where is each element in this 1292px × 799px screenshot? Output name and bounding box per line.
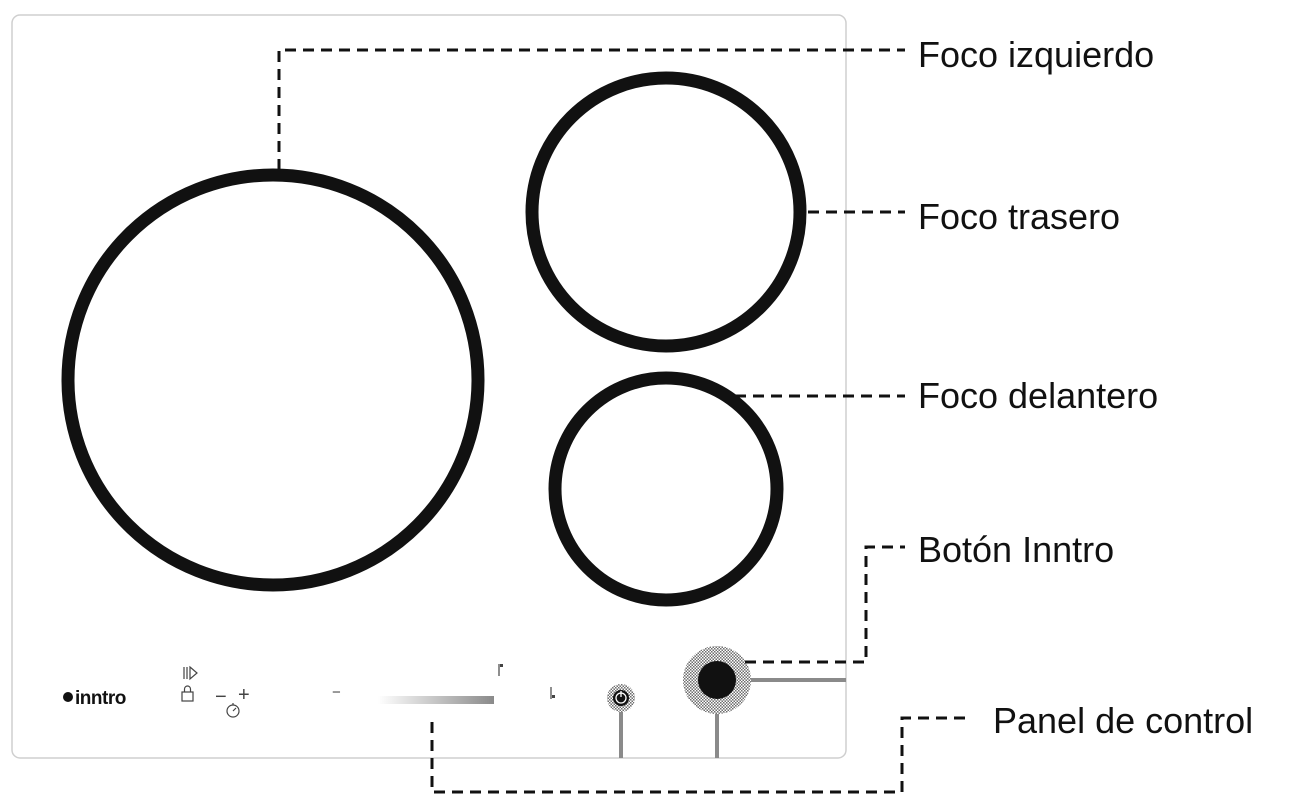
power-button-stem	[619, 712, 623, 758]
callout-lines	[277, 48, 970, 794]
label-front-zone: Foco delantero	[918, 375, 1158, 416]
left-burner	[61, 168, 485, 592]
label-control-panel: Panel de control	[993, 700, 1253, 741]
power-slider[interactable]	[378, 696, 494, 704]
slider-minus-button[interactable]: −	[332, 684, 341, 701]
timer-icon[interactable]	[226, 703, 240, 718]
control-panel-callout-line	[430, 716, 970, 794]
power-button[interactable]	[607, 684, 635, 712]
inntro-button-callout-line	[745, 545, 905, 664]
boost-icon[interactable]	[183, 665, 198, 681]
slider-high-icon	[498, 664, 503, 676]
timer-plus-button[interactable]: +	[238, 684, 250, 706]
label-rear-zone: Foco trasero	[918, 196, 1120, 237]
left-zone-callout-line	[277, 48, 905, 170]
label-inntro-button: Botón Inntro	[918, 529, 1114, 570]
timer-minus-button[interactable]: −	[215, 686, 227, 708]
brand-dot-icon	[63, 692, 73, 702]
front-burner	[548, 371, 784, 607]
inntro-knob-arm	[751, 678, 846, 682]
lock-icon[interactable]	[181, 685, 194, 702]
label-left-zone: Foco izquierdo	[918, 34, 1154, 75]
rear-burner	[525, 71, 807, 353]
inntro-knob-stem	[715, 714, 719, 758]
control-panel: inntro − + −	[63, 646, 846, 758]
slider-low-icon	[550, 687, 555, 699]
inntro-knob[interactable]	[683, 646, 751, 714]
brand-logo: inntro	[75, 688, 126, 709]
